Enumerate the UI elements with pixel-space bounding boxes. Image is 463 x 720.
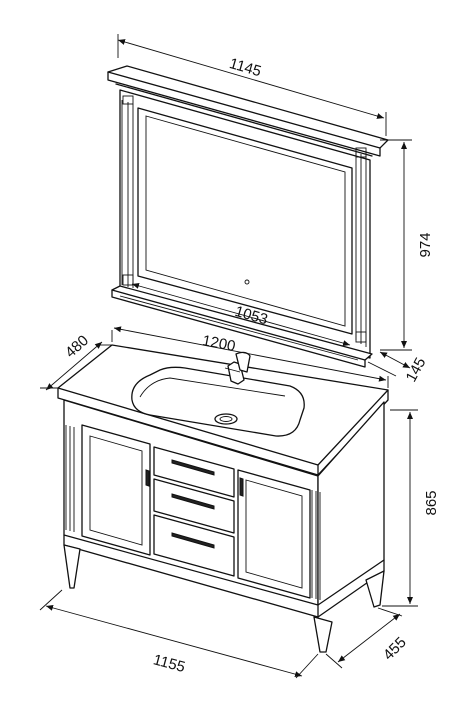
mirror-width-label: 1145 — [227, 55, 263, 80]
dimension-lines — [39, 34, 418, 679]
mirror-depth-label: 145 — [403, 355, 430, 385]
top-depth-label: 480 — [62, 332, 92, 361]
top-width-label: 1200 — [201, 332, 237, 355]
cabinet — [63, 399, 385, 653]
mirror-height-label: 974 — [417, 232, 434, 257]
cabinet-depth-label: 455 — [380, 634, 410, 664]
cabinet-width-label: 1155 — [151, 651, 187, 676]
cabinet-height-label: 865 — [423, 490, 440, 515]
